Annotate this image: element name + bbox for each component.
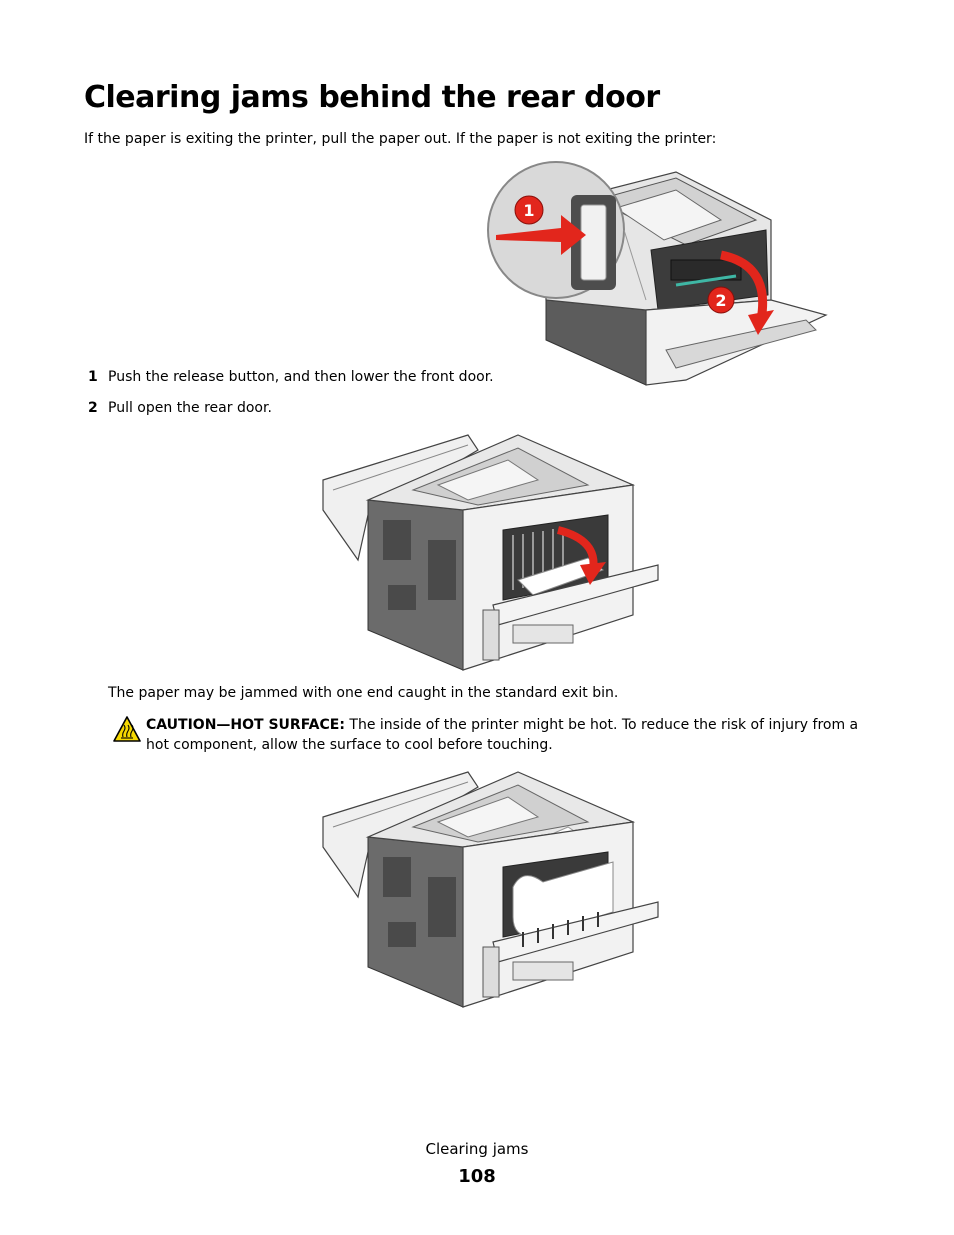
footer-section: Clearing jams bbox=[425, 1140, 529, 1158]
callout-2: 2 bbox=[715, 291, 726, 310]
step-1-number: 1 bbox=[88, 369, 98, 385]
intro-paragraph: If the paper is exiting the printer, pul… bbox=[84, 131, 717, 147]
step-1-text: Push the release button, and then lower … bbox=[108, 369, 494, 385]
jam-note: The paper may be jammed with one end cau… bbox=[108, 685, 619, 701]
caution-label: CAUTION—HOT SURFACE: bbox=[146, 717, 345, 733]
front-door-illustration: 2 1 bbox=[487, 161, 828, 386]
step-1: 1 Push the release button, and then lower… bbox=[88, 369, 494, 385]
step-2-text: Pull open the rear door. bbox=[108, 400, 272, 416]
page-title: Clearing jams behind the rear door bbox=[84, 80, 660, 115]
step-2-number: 2 bbox=[88, 400, 98, 416]
page-number: 108 bbox=[458, 1166, 496, 1187]
step-2: 2 Pull open the rear door. bbox=[88, 400, 272, 416]
hot-surface-warning-icon bbox=[113, 716, 141, 742]
caution-body: The inside of the printer might be hot. … bbox=[146, 717, 859, 753]
caution-text: CAUTION—HOT SURFACE: The inside of the p… bbox=[146, 715, 876, 755]
callout-1: 1 bbox=[523, 201, 534, 220]
rear-door-open-illustration bbox=[322, 434, 659, 671]
rear-door-paper-removal-illustration bbox=[322, 771, 659, 1008]
